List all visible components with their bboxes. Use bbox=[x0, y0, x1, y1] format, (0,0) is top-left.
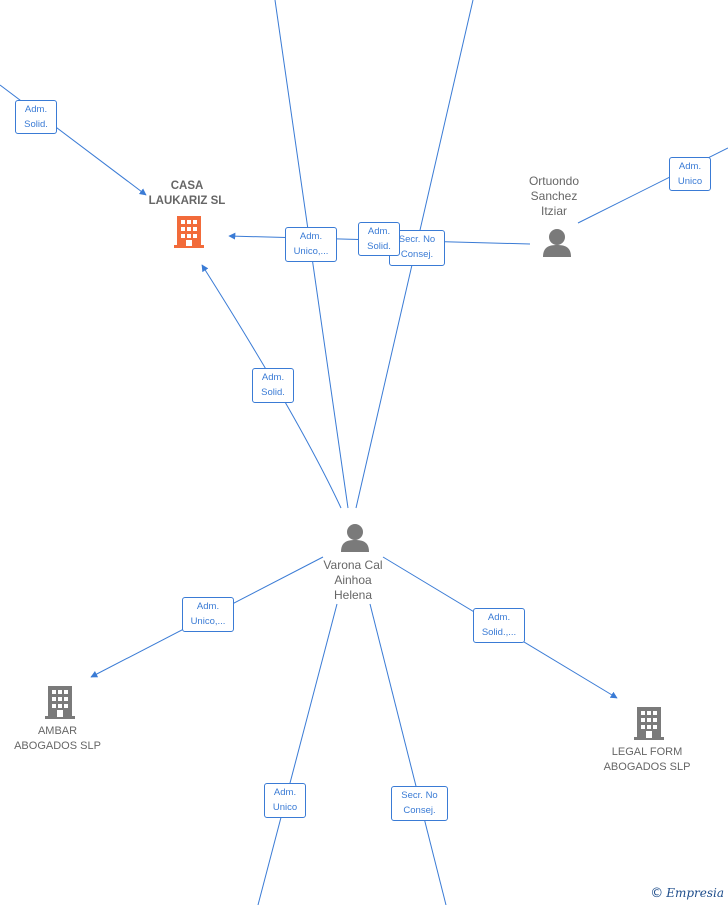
edge-varona-bottom-a bbox=[257, 603, 338, 905]
node-label-ortuondo[interactable]: Ortuondo Sanchez Itziar bbox=[528, 174, 580, 218]
brand-watermark: ©Empresia bbox=[650, 886, 724, 901]
edge-label-adm-unico[interactable]: Adm. Unico bbox=[264, 783, 306, 818]
copyright-icon: © bbox=[650, 886, 664, 901]
edge-label-adm-solid-more[interactable]: Adm. Solid.,... bbox=[473, 608, 525, 643]
node-label-legal-form[interactable]: LEGAL FORM ABOGADOS SLP bbox=[603, 746, 691, 773]
building-icon[interactable] bbox=[174, 216, 204, 248]
edge-label-adm-unico[interactable]: Adm. Unico bbox=[669, 157, 711, 191]
edge-label-adm-solid[interactable]: Adm. Solid. bbox=[15, 100, 57, 134]
edge-label-secr-no-consej[interactable]: Secr. No Consej. bbox=[391, 786, 448, 821]
person-icon[interactable] bbox=[341, 524, 369, 552]
brand-name: Empresia bbox=[666, 886, 724, 900]
person-icon[interactable] bbox=[543, 229, 571, 257]
edge-label-adm-unico-more[interactable]: Adm. Unico,... bbox=[182, 597, 234, 632]
node-label-varona[interactable]: Varona Cal Ainhoa Helena bbox=[323, 558, 383, 602]
building-icon[interactable] bbox=[45, 686, 75, 719]
edge-label-adm-solid[interactable]: Adm. Solid. bbox=[358, 222, 400, 256]
building-icon[interactable] bbox=[634, 707, 664, 740]
edge-varona-casa bbox=[201, 264, 342, 509]
node-label-casa-laukariz[interactable]: CASA LAUKARIZ SL bbox=[148, 180, 226, 207]
edge-label-adm-unico-more[interactable]: Adm. Unico,... bbox=[285, 227, 337, 262]
edge-label-adm-solid[interactable]: Adm. Solid. bbox=[252, 368, 294, 403]
edge-varona-bottom-b bbox=[369, 603, 447, 905]
node-label-ambar[interactable]: AMBAR ABOGADOS SLP bbox=[14, 725, 101, 752]
